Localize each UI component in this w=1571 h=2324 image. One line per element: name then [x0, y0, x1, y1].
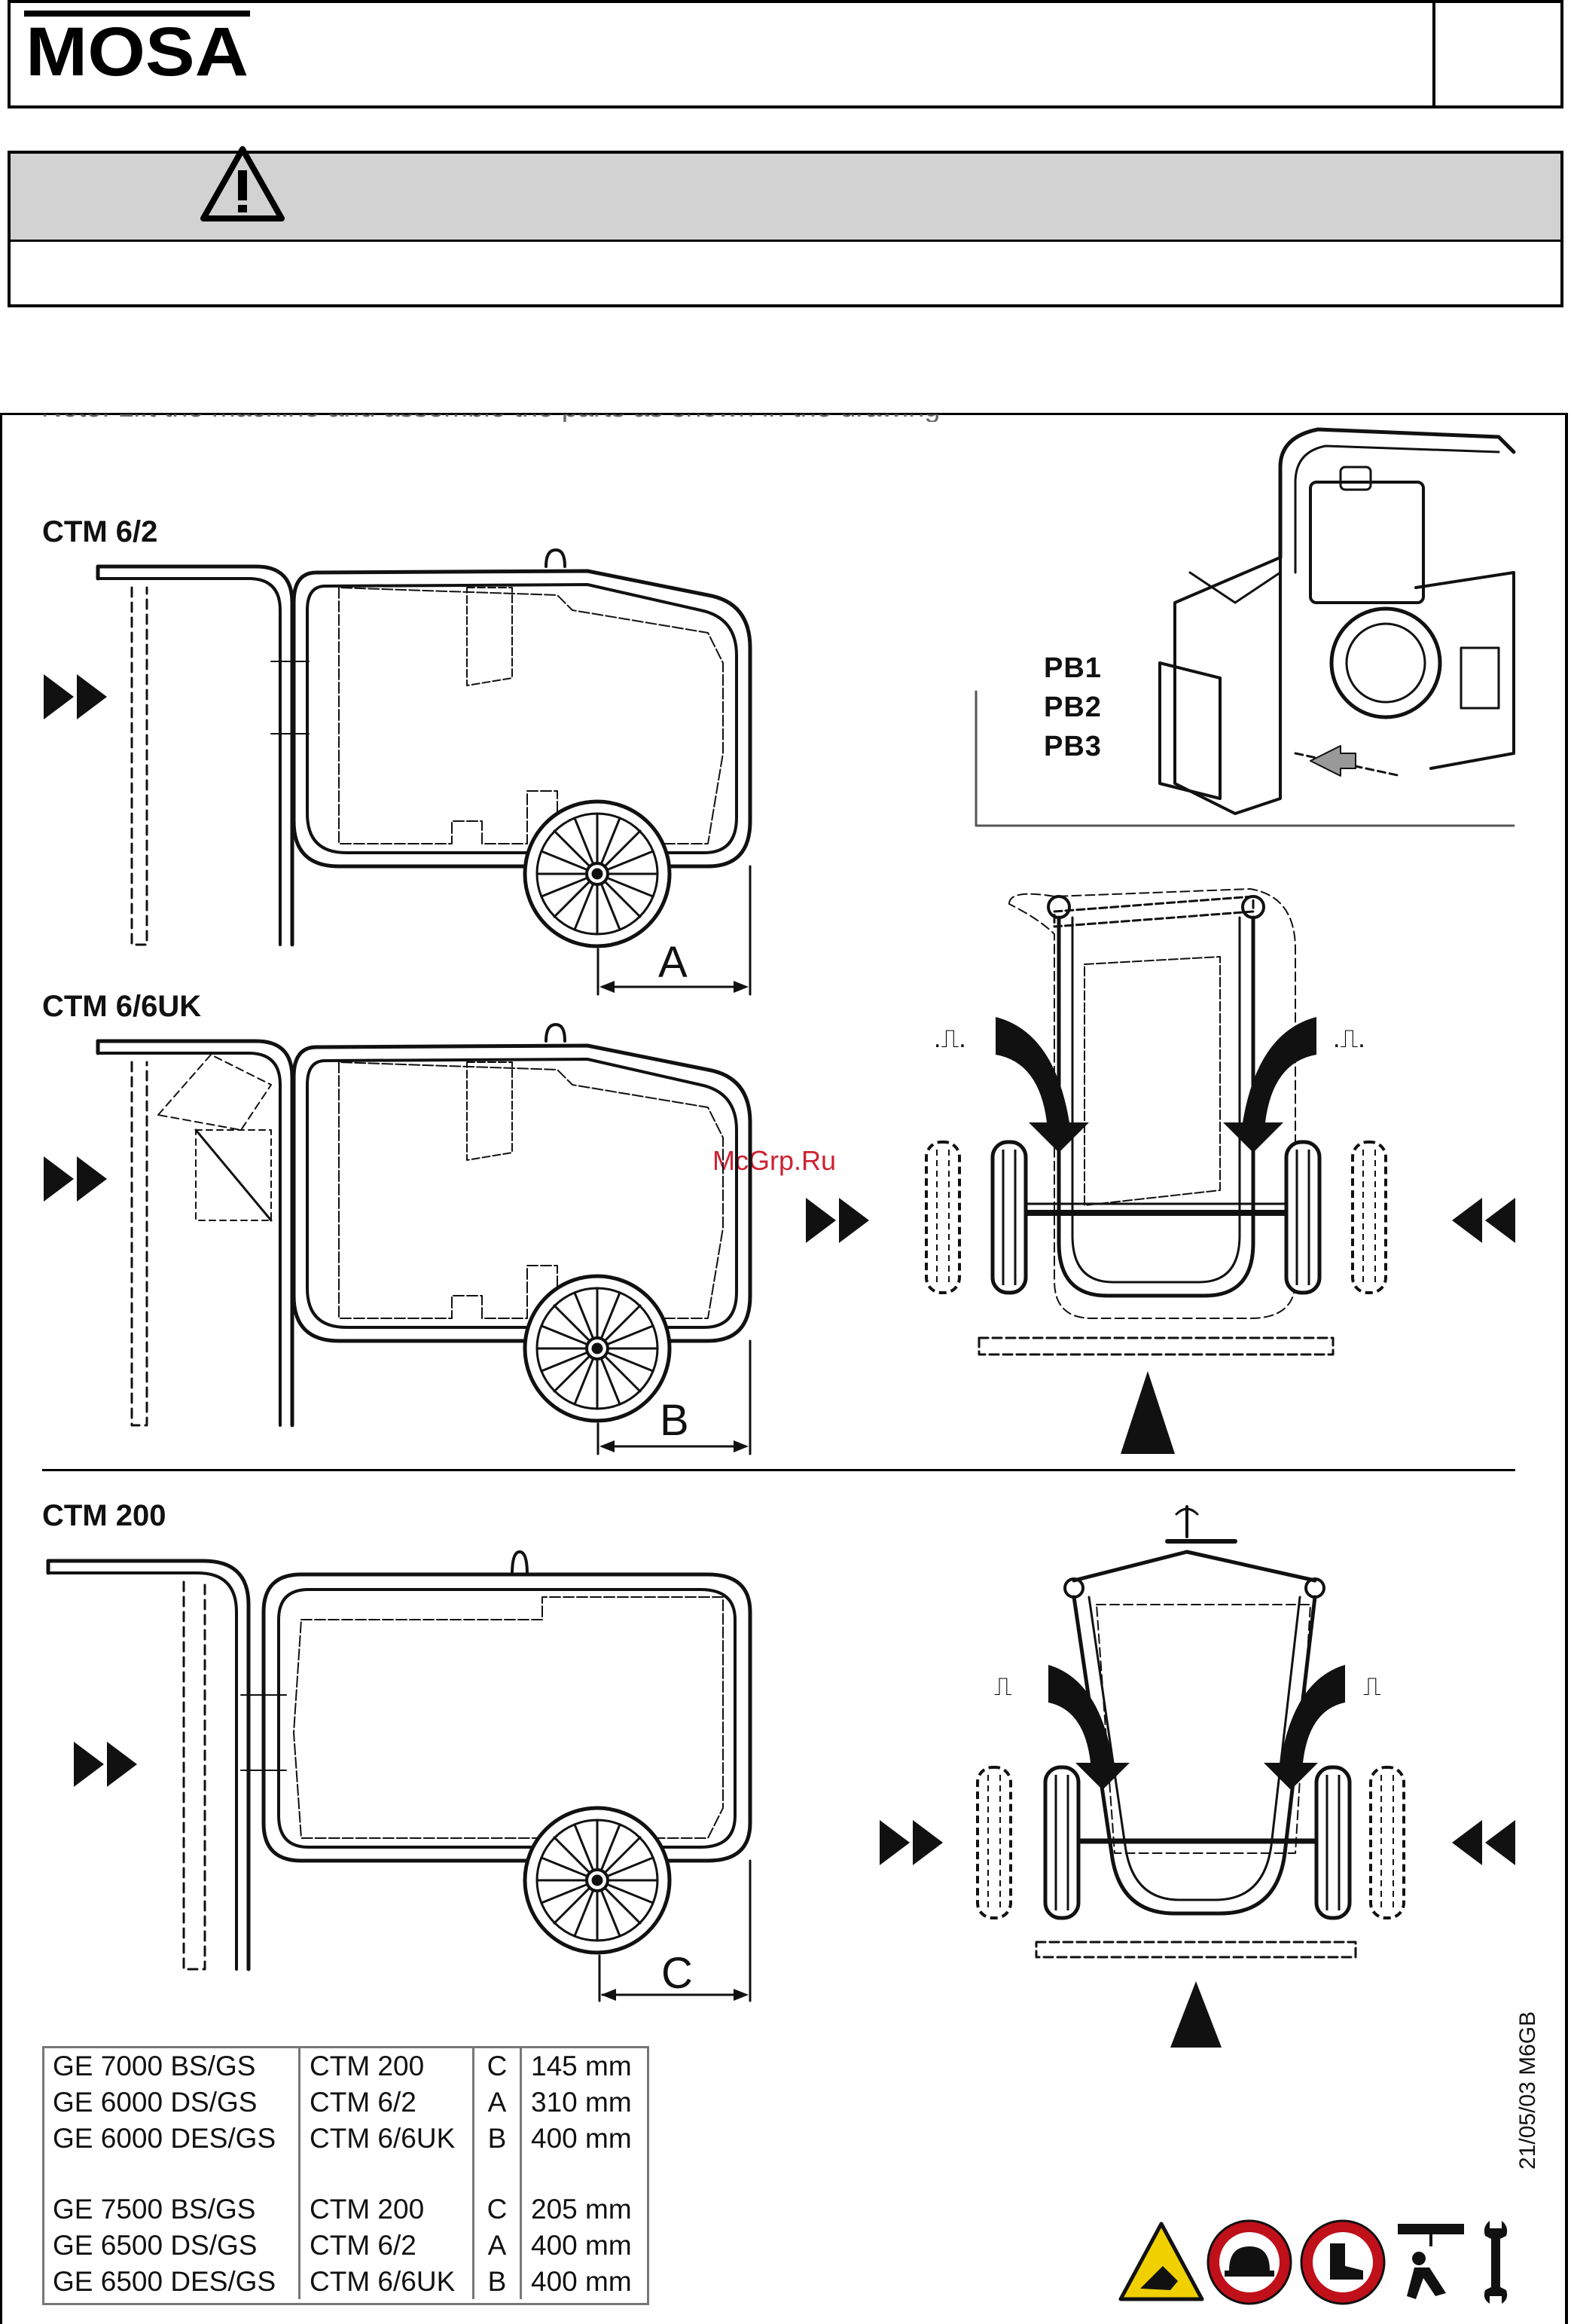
cell-value: 400 mm	[520, 2263, 648, 2299]
cell-model: GE 7000 BS/GS	[53, 2051, 256, 2081]
svg-text:.⎍.: .⎍.	[1333, 1025, 1365, 1053]
table-row: GE 6500 DES/GS CTM 6/6UK B 400 mm	[44, 2263, 648, 2299]
cell-dim: C	[472, 2191, 521, 2227]
cell-model: GE 6000 DS/GS	[53, 2087, 258, 2118]
table-row: GE 6500 DS/GS CTM 6/2 A 400 mm	[44, 2227, 648, 2263]
warning-divider	[11, 240, 1560, 242]
svg-text:⎍: ⎍	[1363, 1672, 1381, 1701]
lifting-icon	[1398, 2224, 1464, 2299]
mosa-logo: MOSA	[24, 11, 250, 80]
model-label-ctm-6-6uk: CTM 6/6UK	[42, 990, 202, 1023]
cell-model: GE 6000 DES/GS	[53, 2123, 276, 2154]
cell-model: GE 6500 DS/GS	[53, 2230, 258, 2261]
cell-value: 400 mm	[520, 2120, 648, 2156]
dimension-c-label: C	[661, 1949, 693, 1998]
cell-value: 400 mm	[520, 2227, 648, 2263]
content-frame	[0, 413, 1568, 2324]
header-box	[8, 0, 1563, 108]
header-divider	[1432, 0, 1435, 108]
cell-dim: A	[472, 2227, 521, 2263]
cell-kit: CTM 6/6UK	[298, 2263, 474, 2299]
svg-text:MOSA: MOSA	[26, 14, 249, 80]
svg-text:⎍: ⎍	[994, 1672, 1012, 1701]
pb-label-3: PB3	[1044, 731, 1102, 762]
cell-value: 310 mm	[520, 2084, 648, 2120]
dimension-a-label: A	[658, 938, 688, 987]
table-row: GE 6000 DS/GS CTM 6/2 A 310 mm	[44, 2084, 648, 2120]
crush-hazard-icon	[1118, 2222, 1204, 2301]
wear-safety-boots-icon	[1300, 2219, 1386, 2305]
cell-kit: CTM 200	[298, 2048, 474, 2084]
spec-table: GE 7000 BS/GS CTM 200 C 145 mm GE 6000 D…	[44, 2048, 648, 2299]
model-label-ctm-200: CTM 200	[42, 1499, 166, 1532]
cell-value: 145 mm	[520, 2048, 648, 2084]
cell-dim: B	[472, 2263, 521, 2299]
watermark: McGrp.Ru	[712, 1145, 837, 1176]
cell-model: GE 7500 BS/GS	[53, 2194, 256, 2225]
cut-note: Note: Lift the machine and assemble the …	[41, 392, 941, 422]
cell-kit: CTM 6/6UK	[298, 2120, 474, 2156]
cell-kit: CTM 6/2	[298, 2227, 474, 2263]
cell-kit: CTM 6/2	[298, 2084, 474, 2120]
cell-dim: B	[472, 2120, 521, 2156]
warning-box	[8, 151, 1563, 307]
warning-triangle-icon	[200, 146, 285, 221]
cell-kit: CTM 200	[298, 2191, 474, 2227]
table-row: GE 7500 BS/GS CTM 200 C 205 mm	[44, 2191, 648, 2227]
pb-label-2: PB2	[1044, 692, 1102, 723]
cell-value: 205 mm	[520, 2191, 648, 2227]
table-spacer	[44, 2156, 648, 2191]
pb-label-1: PB1	[1044, 652, 1102, 684]
wear-helmet-icon	[1206, 2219, 1292, 2305]
table-row: GE 7000 BS/GS CTM 200 C 145 mm	[44, 2048, 648, 2084]
cell-model: GE 6500 DES/GS	[53, 2266, 276, 2297]
cell-dim: A	[472, 2084, 521, 2120]
dimension-b-label: B	[660, 1396, 689, 1445]
section-separator	[42, 1469, 1515, 1471]
document-code: 21/05/03 M6GB	[1515, 2011, 1540, 2170]
svg-text:.⎍.: .⎍.	[934, 1025, 966, 1053]
model-label-ctm-6-2: CTM 6/2	[42, 515, 158, 548]
table-row: GE 6000 DES/GS CTM 6/6UK B 400 mm	[44, 2120, 648, 2156]
wrench-icon	[1484, 2221, 1508, 2304]
cell-dim: C	[472, 2048, 521, 2084]
